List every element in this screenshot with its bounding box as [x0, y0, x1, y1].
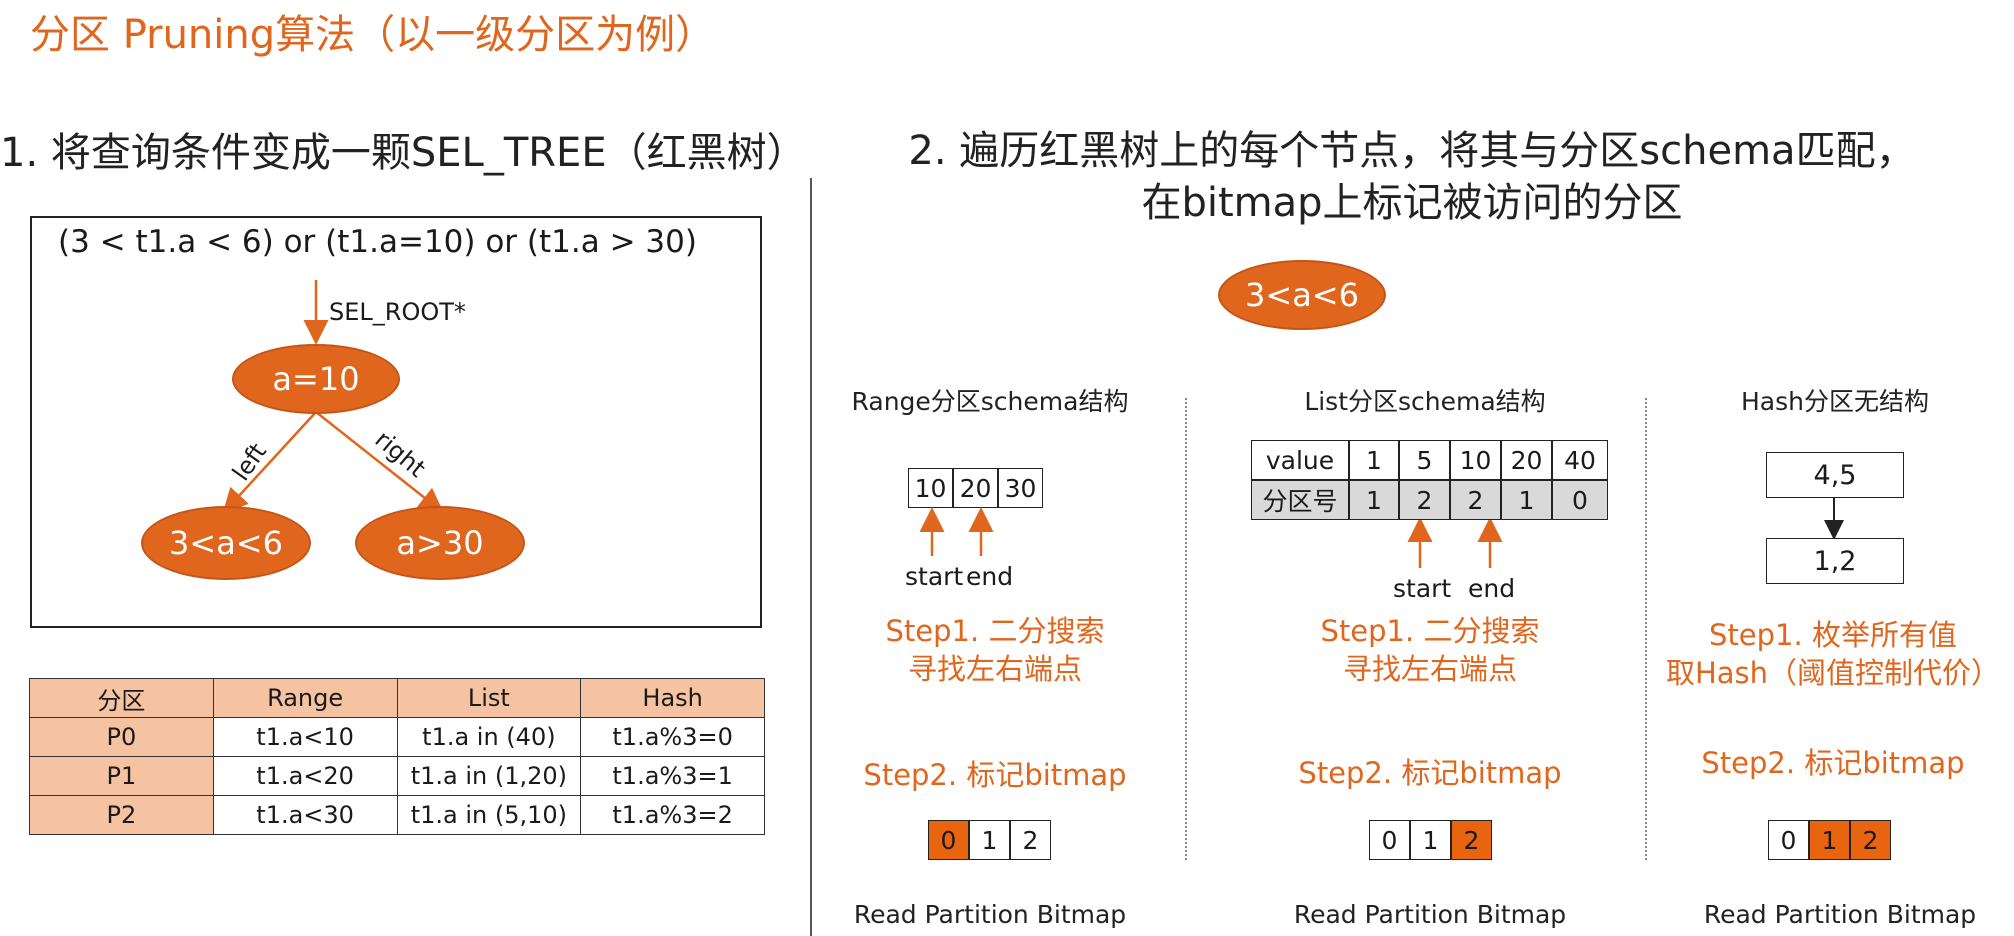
list-start-label: start: [1393, 574, 1452, 603]
list-bitmap-cell: 1: [1410, 820, 1451, 860]
list-value-cell: 20: [1501, 440, 1552, 480]
list-step2: Step2. 标记bitmap: [1298, 756, 1562, 790]
page-title: 分区 Pruning算法（以一级分区为例）: [30, 12, 716, 58]
list-step1-line1: Step1. 二分搜索: [1320, 614, 1540, 648]
hash-bitmap-cell: 2: [1850, 820, 1891, 860]
list-partition-cell: 2: [1450, 480, 1501, 520]
hash-schema-title: Hash分区无结构: [1741, 387, 1929, 416]
list-partition-cell: 1: [1501, 480, 1552, 520]
range-start-label: start: [905, 562, 964, 591]
column-divider: [1185, 398, 1187, 860]
table-cell: t1.a%3=2: [580, 795, 765, 835]
range-end-label: end: [966, 562, 1014, 591]
table-cell: t1.a<30: [212, 795, 398, 835]
query-condition: (3 < t1.a < 6) or (t1.a=10) or (t1.a > 3…: [58, 224, 697, 260]
range-bitmap-cell: 0: [928, 820, 969, 860]
table-cell: P2: [29, 795, 214, 835]
list-value-cell: 40: [1552, 440, 1608, 480]
hash-box-bottom: 1,2: [1766, 538, 1904, 584]
range-bitmap-label: Read Partition Bitmap: [853, 900, 1127, 929]
list-partition-header: 分区号: [1251, 480, 1349, 520]
table-cell: t1.a%3=1: [580, 756, 765, 796]
list-bitmap-cell: 0: [1369, 820, 1410, 860]
range-bitmap-cell: 1: [969, 820, 1010, 860]
list-bitmap-label: Read Partition Bitmap: [1293, 900, 1567, 929]
tree-node-root: a=10: [232, 344, 400, 414]
list-partition-cell: 0: [1552, 480, 1608, 520]
tree-edges: [222, 280, 444, 514]
list-value-cell: 10: [1450, 440, 1501, 480]
section1-heading: 1. 将查询条件变成一颗SEL_TREE（红黑树）: [0, 130, 807, 176]
range-schema-title: Range分区schema结构: [851, 387, 1129, 416]
range-cell: 30: [998, 468, 1043, 508]
tree-node-right: a>30: [355, 506, 525, 580]
table-row: P0 t1.a<10 t1.a in (40) t1.a%3=0: [29, 717, 765, 757]
list-value-cell: 1: [1349, 440, 1399, 480]
list-partition-cell: 1: [1349, 480, 1399, 520]
range-step1-line2: 寻找左右端点: [907, 652, 1082, 686]
table-cell: t1.a<10: [212, 717, 398, 757]
hash-step1-line2: 取Hash（阈值控制代价）: [1665, 656, 2001, 690]
list-step1-line2: 寻找左右端点: [1342, 652, 1517, 686]
range-bitmap-cell: 2: [1010, 820, 1051, 860]
list-bitmap-cell: 2: [1451, 820, 1492, 860]
column-divider: [1645, 398, 1647, 860]
hash-step2: Step2. 标记bitmap: [1701, 746, 1965, 780]
section2-heading-line2: 在bitmap上标记被访问的分区: [1141, 180, 1683, 226]
tree-node-left: 3<a<6: [141, 506, 311, 580]
list-end-label: end: [1468, 574, 1516, 603]
section-separator: [810, 178, 812, 936]
list-partition-cell: 2: [1399, 480, 1450, 520]
table-header-row: 分区 Range List Hash: [29, 678, 765, 718]
table-cell: P0: [29, 717, 214, 757]
table-row: P2 t1.a<30 t1.a in (5,10) t1.a%3=2: [29, 795, 765, 835]
hash-step1-line1: Step1. 枚举所有值: [1709, 618, 1957, 652]
list-value-cell: 5: [1399, 440, 1450, 480]
current-node: 3<a<6: [1218, 260, 1386, 330]
range-cell: 10: [908, 468, 953, 508]
hash-bitmap-cell: 1: [1809, 820, 1850, 860]
list-schema-title: List分区schema结构: [1304, 387, 1546, 416]
range-cell: 20: [953, 468, 998, 508]
range-step2: Step2. 标记bitmap: [863, 758, 1127, 792]
table-header-cell: Hash: [580, 678, 765, 718]
hash-bitmap-cell: 0: [1768, 820, 1809, 860]
table-cell: t1.a in (5,10): [396, 795, 582, 835]
partition-table: 分区 Range List Hash P0 t1.a<10 t1.a in (4…: [29, 678, 765, 835]
table-header-cell: List: [396, 678, 582, 718]
table-header-cell: 分区: [29, 678, 214, 718]
section2-heading-line1: 2. 遍历红黑树上的每个节点，将其与分区schema匹配，: [908, 128, 1916, 174]
table-cell: t1.a<20: [212, 756, 398, 796]
hash-box-top: 4,5: [1766, 452, 1904, 498]
range-step1-line1: Step1. 二分搜索: [885, 614, 1105, 648]
hash-bitmap-label: Read Partition Bitmap: [1703, 900, 1977, 929]
sel-root-label: SEL_ROOT*: [329, 298, 466, 326]
table-cell: t1.a in (40): [396, 717, 582, 757]
table-header-cell: Range: [212, 678, 398, 718]
list-value-header: value: [1251, 440, 1349, 480]
